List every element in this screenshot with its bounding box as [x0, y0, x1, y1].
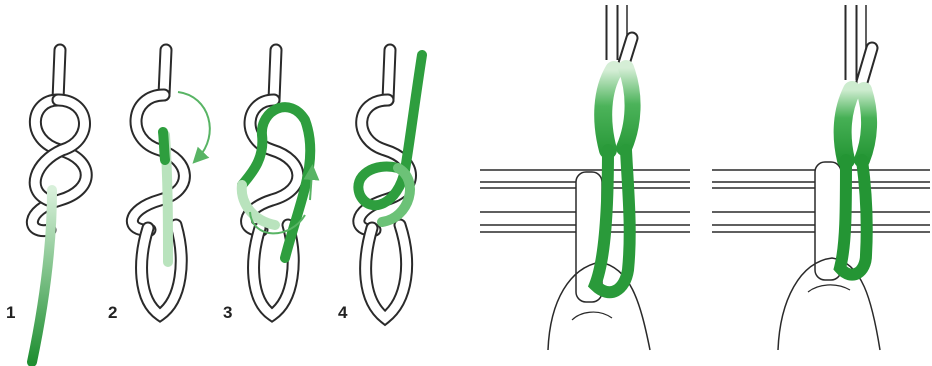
- step-number-1: 1: [6, 303, 15, 322]
- step-number-4: 4: [338, 303, 348, 322]
- step-number-2: 2: [108, 303, 117, 322]
- step-2-figure: [132, 50, 209, 315]
- harness-tie-in-1: [480, 5, 690, 350]
- harness-tie-in-2: [712, 5, 930, 350]
- step-4-figure: [358, 50, 422, 318]
- step-number-3: 3: [223, 303, 232, 322]
- step-1-figure: [32, 50, 86, 362]
- step-3-figure: [242, 50, 312, 315]
